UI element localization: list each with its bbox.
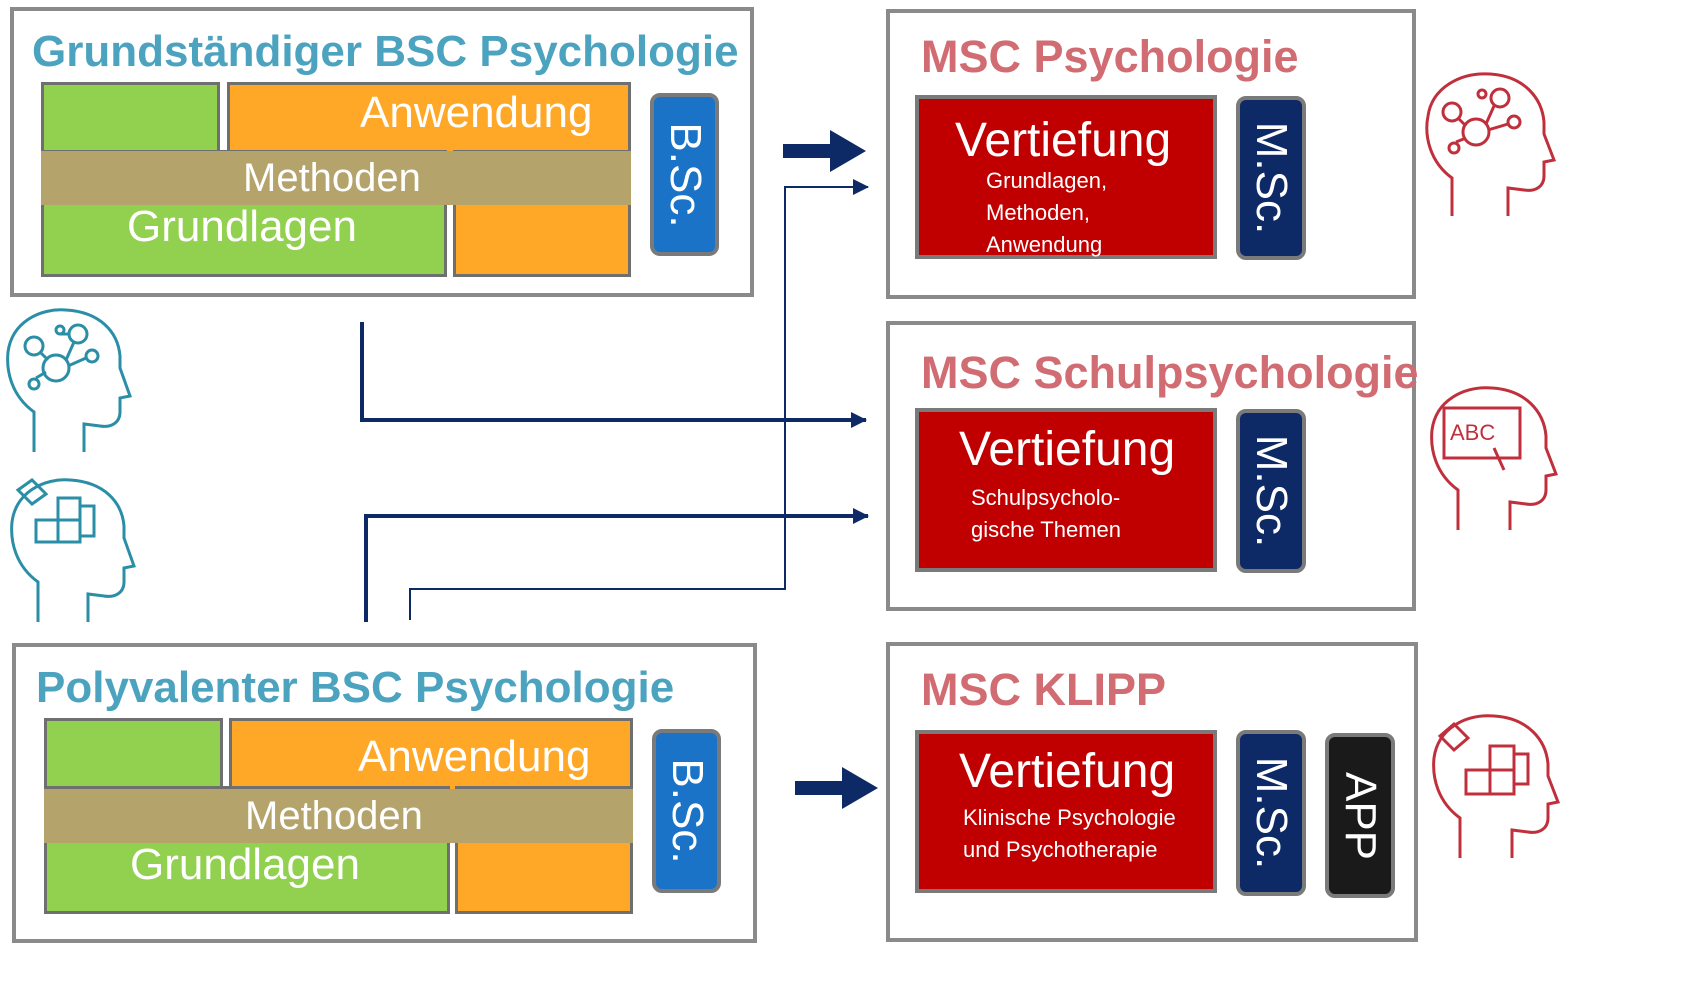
connector-grundstaendig-to-schul bbox=[360, 322, 867, 428]
grundlagen-label: Grundlagen bbox=[130, 840, 360, 889]
methoden-label: Methoden bbox=[245, 794, 423, 838]
subtext-line: und Psychotherapie bbox=[963, 837, 1158, 862]
vertiefung-label: Vertiefung bbox=[959, 423, 1176, 476]
puzzle-head-icon bbox=[1432, 714, 1561, 858]
vertiefung-subtext: Schulpsycholo- gische Themen bbox=[971, 482, 1121, 546]
msc-psychologie-title: MSC Psychologie bbox=[921, 31, 1299, 82]
vertiefung-block: Vertiefung Grundlagen, Methoden, Anwendu… bbox=[915, 95, 1217, 259]
msc-badge: M.Sc. bbox=[1236, 409, 1306, 573]
vertiefung-subtext: Klinische Psychologie und Psychotherapie bbox=[963, 802, 1176, 866]
vertiefung-label: Vertiefung bbox=[955, 114, 1172, 167]
methoden-label: Methoden bbox=[243, 156, 421, 200]
bsc-grundstaendig-title: Grundständiger BSC Psychologie bbox=[32, 27, 739, 76]
subtext-line: Grundlagen, bbox=[986, 168, 1108, 193]
arrow-bsc-to-msc-psychologie bbox=[783, 130, 866, 172]
anwendung-label: Anwendung bbox=[358, 732, 591, 781]
subtext-line: Schulpsycholo- bbox=[971, 485, 1121, 510]
subtext-line: Methoden, bbox=[986, 200, 1090, 225]
arrow-bsc-to-msc-klipp bbox=[795, 767, 878, 809]
bsc-badge: B.Sc. bbox=[650, 93, 719, 256]
anwendung-label: Anwendung bbox=[360, 88, 593, 137]
msc-schulpsychologie-title: MSC Schulpsychologie bbox=[921, 347, 1419, 398]
msc-badge: M.Sc. bbox=[1236, 96, 1306, 260]
bsc-polyvalent-title: Polyvalenter BSC Psychologie bbox=[36, 663, 675, 712]
methoden-band bbox=[41, 151, 631, 205]
grundlagen-label: Grundlagen bbox=[127, 202, 357, 251]
subtext-line: Klinische Psychologie bbox=[963, 805, 1176, 830]
vertiefung-subtext: Grundlagen, Methoden, Anwendung bbox=[986, 165, 1107, 261]
brain-network-head-icon bbox=[1425, 72, 1557, 216]
vertiefung-block: Vertiefung Klinische Psychologie und Psy… bbox=[915, 730, 1217, 893]
vertiefung-block: Vertiefung Schulpsycholo- gische Themen bbox=[915, 408, 1217, 572]
brain-network-head-icon bbox=[6, 308, 132, 452]
puzzle-head-icon bbox=[10, 478, 136, 622]
subtext-line: gische Themen bbox=[971, 517, 1122, 542]
app-badge: APP bbox=[1325, 733, 1395, 898]
msc-badge: M.Sc. bbox=[1236, 730, 1306, 896]
msc-klipp-title: MSC KLIPP bbox=[921, 664, 1167, 715]
bsc-badge: B.Sc. bbox=[652, 729, 721, 893]
connector-poly-to-schul bbox=[364, 508, 869, 622]
methoden-band bbox=[44, 789, 633, 843]
subtext-line: Anwendung bbox=[986, 232, 1103, 257]
vertiefung-label: Vertiefung bbox=[959, 745, 1176, 798]
abc-board-head-icon: ABC bbox=[1430, 386, 1559, 530]
svg-text:ABC: ABC bbox=[1450, 420, 1495, 445]
connector-poly-to-msc-psychologie bbox=[409, 179, 869, 620]
